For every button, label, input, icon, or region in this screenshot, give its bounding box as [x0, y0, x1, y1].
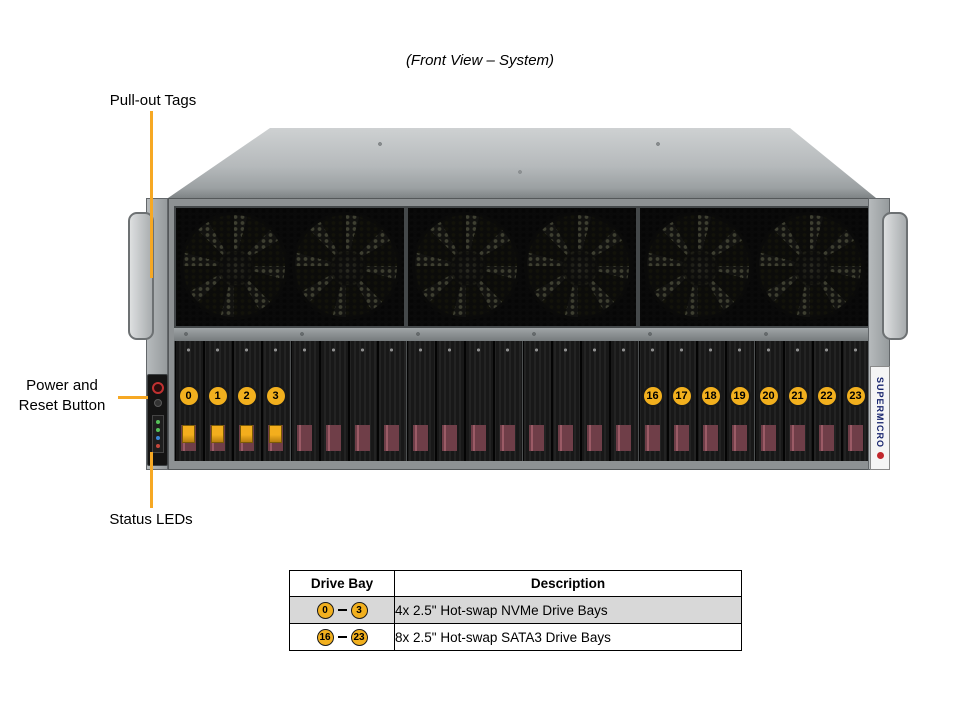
honeycomb-mesh: [408, 208, 636, 326]
fan-module-1: [174, 206, 406, 328]
bay-number-badge: 21: [786, 385, 809, 407]
bay-number-badge: 16: [316, 628, 334, 646]
bay-number-badge: 2: [235, 385, 258, 407]
bay-number-badge: 19: [728, 385, 751, 407]
power-button-icon: [151, 382, 164, 394]
bay-range-cell: 16 23: [289, 623, 395, 651]
bay-number-badge: 16: [641, 385, 664, 407]
chassis-front: 0 1 2 3 16 17 18 19 20 21 22 23: [168, 198, 876, 470]
bay-number-badge: 3: [350, 601, 368, 619]
supermicro-logo-text: SUPERMICRO: [875, 377, 885, 449]
status-led-icon: [155, 436, 160, 440]
label-power-line1: Power and: [26, 377, 98, 394]
honeycomb-mesh: [640, 208, 868, 326]
bay-number-badge: 0: [177, 385, 200, 407]
drive-bay-section: 0 1 2 3 16 17 18 19 20 21 22 23: [174, 341, 870, 461]
status-led-icon: [155, 428, 160, 432]
column-header-description: Description: [394, 570, 742, 597]
bay-number-badge: 23: [350, 628, 368, 646]
bay-number-badge: 20: [757, 385, 780, 407]
bay-number-badge: 17: [670, 385, 693, 407]
bay-number-badge: 3: [264, 385, 287, 407]
honeycomb-mesh: [176, 208, 404, 326]
drive-bay-legend-table: Drive Bay Description 0 3 4x 2.5" Hot-sw…: [289, 570, 742, 651]
bay-number-badge: 0: [316, 601, 334, 619]
supermicro-logo: SUPERMICRO: [870, 366, 890, 470]
fan-grille-section: [174, 206, 870, 328]
description-cell: 4x 2.5" Hot-swap NVMe Drive Bays: [394, 596, 742, 624]
bay-number-badge: 18: [699, 385, 722, 407]
nvme-tray-tag: [269, 425, 282, 443]
chassis-top-lid: [168, 128, 876, 198]
column-header-drive-bay: Drive Bay: [289, 570, 395, 597]
chassis-divider-bar: [174, 328, 870, 341]
table-header-row: Drive Bay Description: [289, 570, 742, 597]
description-cell: 8x 2.5" Hot-swap SATA3 Drive Bays: [394, 623, 742, 651]
table-row: 16 23 8x 2.5" Hot-swap SATA3 Drive Bays: [289, 623, 742, 651]
bay-range-cell: 0 3: [289, 596, 395, 624]
fan-module-2: [406, 206, 638, 328]
rack-handle-right: [882, 212, 908, 340]
status-led-icon: [155, 420, 160, 424]
label-status-leds: Status LEDs: [109, 511, 193, 528]
nvme-tray-tag: [182, 425, 195, 443]
range-dash: [337, 609, 347, 611]
nvme-tray-tag: [211, 425, 224, 443]
table-row: 0 3 4x 2.5" Hot-swap NVMe Drive Bays: [289, 596, 742, 624]
rack-handle-left: [128, 212, 154, 340]
bay-number-badge: 22: [815, 385, 838, 407]
callout-line-power-reset: [118, 396, 148, 399]
range-dash: [337, 636, 347, 638]
drive-tray-latches: [174, 425, 870, 451]
supermicro-logo-dot: [876, 451, 884, 459]
page-title: (Front View – System): [405, 52, 555, 69]
label-power-line2: Reset Button: [18, 397, 106, 414]
status-led-icon: [155, 444, 160, 448]
label-power-reset: Power and Reset Button: [8, 376, 116, 416]
reset-button-icon: [153, 399, 162, 407]
fan-module-3: [638, 206, 870, 328]
callout-line-pull-out-tags: [150, 111, 153, 278]
control-panel: [147, 374, 168, 466]
callout-line-status-leds: [150, 452, 153, 508]
bay-number-badge: 23: [844, 385, 867, 407]
server-illustration: 0 1 2 3 16 17 18 19 20 21 22 23: [128, 128, 908, 474]
nvme-tray-tag: [240, 425, 253, 443]
status-led-panel: [151, 415, 164, 453]
label-pull-out-tags: Pull-out Tags: [109, 92, 197, 109]
bay-number-badge: 1: [206, 385, 229, 407]
